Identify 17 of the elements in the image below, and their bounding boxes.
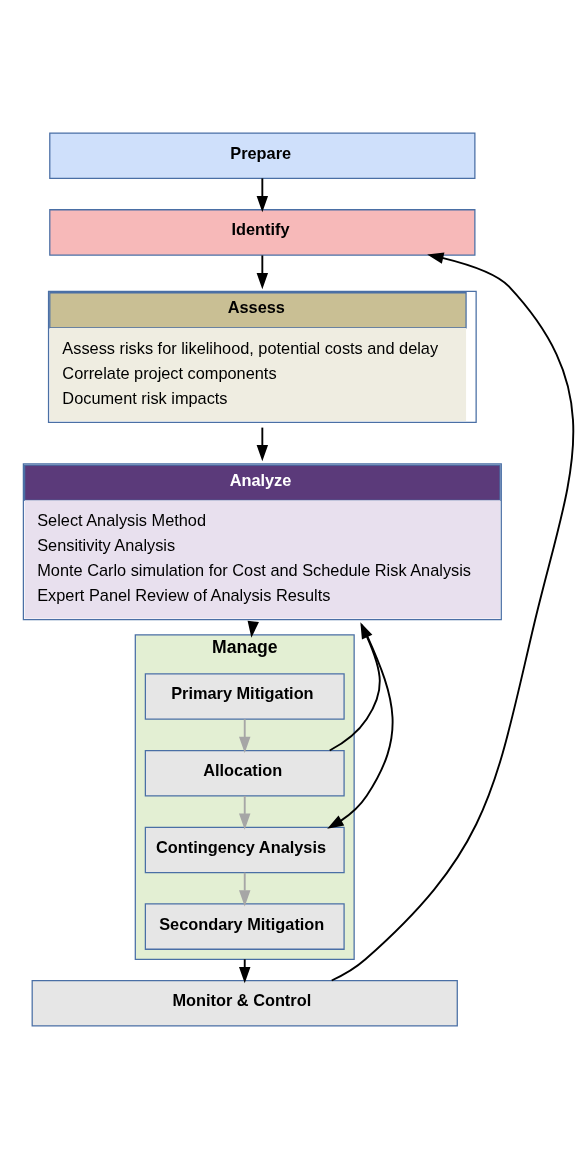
node-box: Prepare [49,132,476,179]
node-box: Identify [49,209,476,256]
arrow [327,623,394,829]
arrow [256,177,269,213]
arrow [256,254,269,290]
arrow [239,871,251,907]
node-box: Primary Mitigation [144,673,345,720]
node-box: Contingency Analysis [144,826,345,874]
node-box: Allocation [144,749,345,797]
arrow [256,426,269,462]
arrow [330,252,575,982]
arrow [328,622,381,752]
arrow [239,718,251,754]
arrow [239,958,251,984]
node-box: Secondary Mitigation [144,903,345,950]
arrow [239,794,251,830]
node-box: Monitor & Control [31,980,458,1027]
